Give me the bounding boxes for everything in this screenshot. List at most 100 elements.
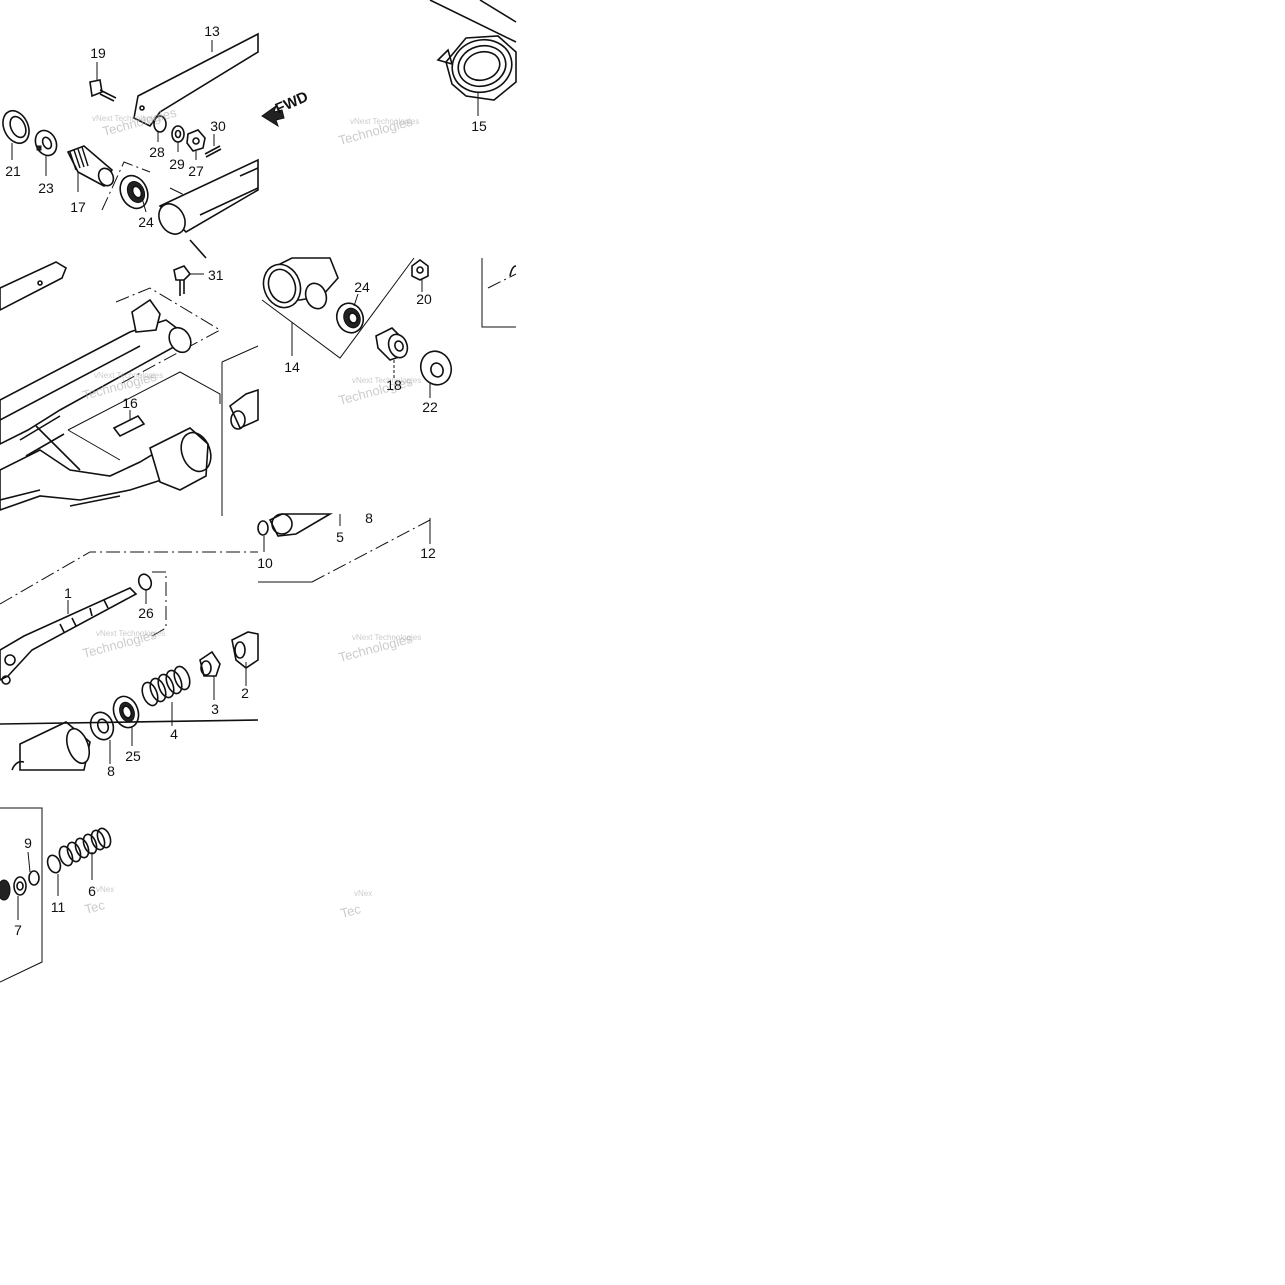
callout-11: 11 [51, 899, 66, 915]
nut-20-icon [411, 259, 429, 281]
arm-hole [37, 280, 43, 286]
callout-29: 29 [169, 156, 185, 172]
frame-right-inset [481, 258, 516, 328]
frame-lower [0, 807, 43, 983]
callout-3: 3 [211, 701, 219, 717]
watermark: Tec [83, 897, 107, 917]
callout-17: 17 [70, 199, 86, 215]
tile-bottom-left [0, 551, 259, 771]
bracket-arm [0, 261, 67, 311]
frame-12 [311, 519, 431, 583]
tube-end [158, 203, 186, 235]
leader-9 [27, 851, 31, 873]
swing-arm-bracket-13 [133, 32, 259, 128]
washer-28-icon [153, 115, 167, 133]
housing-5-end [271, 513, 293, 535]
callout-7: 7 [14, 922, 22, 938]
callout-1: 1 [64, 585, 72, 601]
frame-right-panel [221, 345, 259, 516]
callout-8b: 8 [365, 510, 373, 526]
frame-lines [429, 0, 517, 43]
callout-15: 15 [471, 118, 487, 134]
washer-8-hole [96, 718, 110, 734]
watermark: Tec [339, 901, 363, 921]
callout-10: 10 [257, 555, 273, 571]
ring-26-icon [137, 573, 153, 591]
cap-22-icon [419, 350, 453, 386]
cotter-pin-30-icon [204, 145, 222, 158]
callout-30: 30 [210, 118, 226, 134]
inset-part [509, 265, 517, 277]
frame-14 [261, 257, 415, 359]
callout-13: 13 [204, 23, 220, 39]
callout-6: 6 [88, 883, 96, 899]
final-drive-housing [149, 427, 209, 491]
frame-shaft [0, 551, 258, 605]
watermark: vNext Technologies [96, 629, 165, 638]
callout-4: 4 [170, 726, 178, 742]
callout-18: 18 [386, 377, 402, 393]
bolt-31-icon [173, 265, 192, 296]
frame-shaft-right [151, 571, 167, 637]
callout-5: 5 [336, 529, 344, 545]
callout-28: 28 [149, 144, 165, 160]
gear-7-icon [0, 876, 27, 901]
frame-right-inset-dash [487, 273, 517, 289]
callout-23: 23 [38, 180, 54, 196]
housing-bottom-lines [0, 719, 259, 771]
callout-21: 21 [5, 163, 21, 179]
boot-15-icon [436, 35, 517, 101]
drive-shaft-1-icon [0, 587, 138, 685]
washer-8-icon [89, 711, 115, 741]
housing-flange [180, 431, 212, 473]
tube-lines [189, 167, 259, 259]
ring-11-icon [46, 854, 62, 874]
callout-24b: 24 [354, 279, 370, 295]
swing-arm-body [0, 298, 202, 511]
callout-12: 12 [420, 545, 436, 561]
washer-9-icon [28, 870, 40, 886]
tile-mid-left [0, 261, 259, 516]
housing-lines [0, 489, 121, 507]
watermark: vNext Technologies [352, 376, 421, 385]
spring-6-icon [58, 827, 112, 867]
bearing-24b-icon [335, 302, 365, 334]
tile-top-right [429, 0, 517, 116]
pinion-18-icon [375, 327, 409, 378]
callout-2: 2 [241, 685, 249, 701]
callout-26: 26 [138, 605, 154, 621]
bracket-hole [139, 105, 145, 111]
tile-mid-right [261, 257, 517, 398]
watermark: vNext Technologies [92, 114, 161, 123]
callout-31: 31 [208, 267, 224, 283]
callout-25: 25 [125, 748, 141, 764]
ring-10-icon [257, 520, 269, 536]
leader-24a [141, 197, 147, 213]
bolt-19-icon [89, 79, 117, 102]
pivot-17-icon [66, 145, 115, 188]
watermark: vNext Technologies [352, 633, 421, 642]
watermark: vNext Technologies [94, 371, 163, 380]
callout-24a: 24 [138, 214, 154, 230]
seal-25-icon [112, 695, 140, 729]
cam-3-icon [199, 650, 221, 677]
frame-label-16 [67, 371, 221, 461]
callout-22: 22 [422, 399, 438, 415]
fwd-arrow-icon [261, 104, 285, 128]
watermark: vNext Technologies [350, 117, 419, 126]
callout-20: 20 [416, 291, 432, 307]
housing-14-icon [262, 257, 339, 310]
washer-29-hole [174, 129, 182, 139]
tile-top-left [2, 32, 285, 259]
callout-8a: 8 [107, 763, 115, 779]
joint-2-icon [231, 631, 259, 669]
housing-right [229, 388, 259, 430]
tile-bottom-right [257, 513, 431, 583]
callout-14: 14 [284, 359, 300, 375]
leader-24b [353, 293, 359, 307]
callout-16: 16 [122, 395, 138, 411]
callout-9: 9 [24, 835, 32, 851]
watermark: vNex [96, 885, 114, 894]
label-plate-16-icon [112, 414, 146, 438]
